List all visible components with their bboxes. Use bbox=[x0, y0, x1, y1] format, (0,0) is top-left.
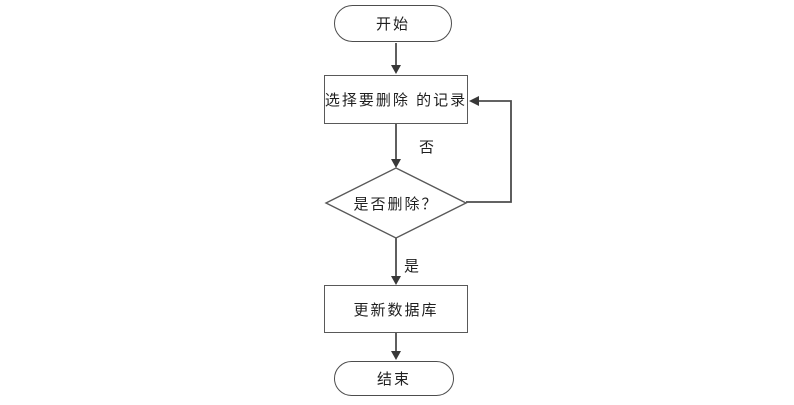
node-end-label: 结束 bbox=[376, 371, 411, 388]
node-end: 结束 bbox=[334, 361, 454, 396]
arrowhead-down-icon bbox=[391, 159, 401, 168]
node-decision-shape bbox=[324, 167, 468, 239]
node-update-database: 更新数据库 bbox=[324, 285, 468, 333]
node-start-label: 开始 bbox=[375, 16, 410, 33]
arrowhead-left-icon bbox=[469, 96, 479, 106]
node-decision: 是否删除？ bbox=[331, 190, 461, 216]
node-select-record: 选择要删除 的记录 bbox=[324, 75, 468, 124]
edge-label-yes: 是 bbox=[404, 258, 420, 275]
node-decision-label: 是否删除？ bbox=[353, 195, 439, 213]
node-update-database-label: 更新数据库 bbox=[353, 301, 439, 319]
edge-decision-to-select-loop bbox=[466, 100, 512, 203]
arrowhead-down-icon bbox=[391, 276, 401, 285]
arrowhead-down-icon bbox=[391, 65, 401, 74]
node-start: 开始 bbox=[334, 5, 452, 42]
edge-label-no: 否 bbox=[419, 139, 435, 156]
node-select-record-label: 选择要删除 的记录 bbox=[324, 92, 468, 109]
arrowhead-down-icon bbox=[391, 351, 401, 360]
